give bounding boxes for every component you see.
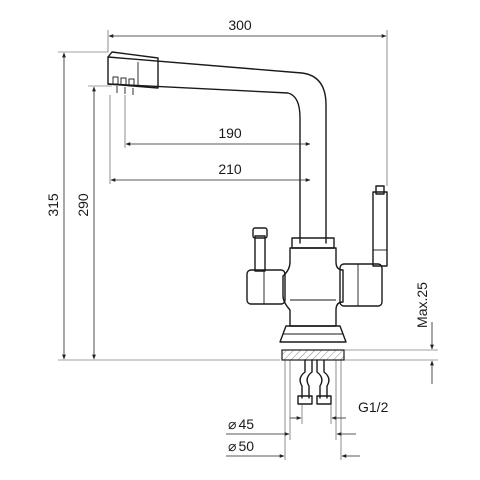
- spout-outer: [107, 56, 327, 244]
- dim-hole-max: ⌀50: [226, 360, 360, 460]
- label-hole-max: ⌀50: [228, 438, 254, 454]
- label-overall-height: 315: [45, 193, 61, 217]
- dim-reach-short: 190: [124, 95, 311, 148]
- diameter-symbol-icon: ⌀: [228, 438, 236, 454]
- label-max-deck: Max.25: [414, 282, 430, 328]
- dim-outlet-height: 290: [75, 85, 112, 360]
- label-reach-long: 210: [218, 161, 242, 177]
- diameter-symbol-icon: ⌀: [228, 416, 236, 432]
- label-reach-short: 190: [218, 125, 242, 141]
- dim-max-deck: Max.25: [344, 282, 438, 384]
- spout-inner: [107, 83, 301, 244]
- main-body: [282, 247, 344, 327]
- label-thread: G1/2: [358, 399, 389, 415]
- dim-hole-min: ⌀45: [226, 360, 356, 440]
- right-handle: [339, 185, 388, 307]
- dim-overall-height: 315: [45, 51, 280, 361]
- deck-mount-plate: [281, 349, 345, 361]
- faucet-outline: [107, 51, 388, 405]
- dim-reach-long: 210: [109, 95, 311, 184]
- supply-hoses: [297, 359, 332, 405]
- left-handle: [246, 227, 286, 305]
- dim-thread: G1/2: [290, 399, 389, 424]
- dim-overall-width: 300: [107, 17, 388, 186]
- label-overall-width: 300: [228, 17, 252, 33]
- base-collar: [279, 325, 347, 343]
- outlet-nozzles: [112, 76, 135, 95]
- spout-head: [107, 51, 159, 89]
- label-outlet-height: 290: [75, 193, 91, 217]
- column-ring: [291, 237, 335, 249]
- label-hole-min: ⌀45: [228, 416, 254, 432]
